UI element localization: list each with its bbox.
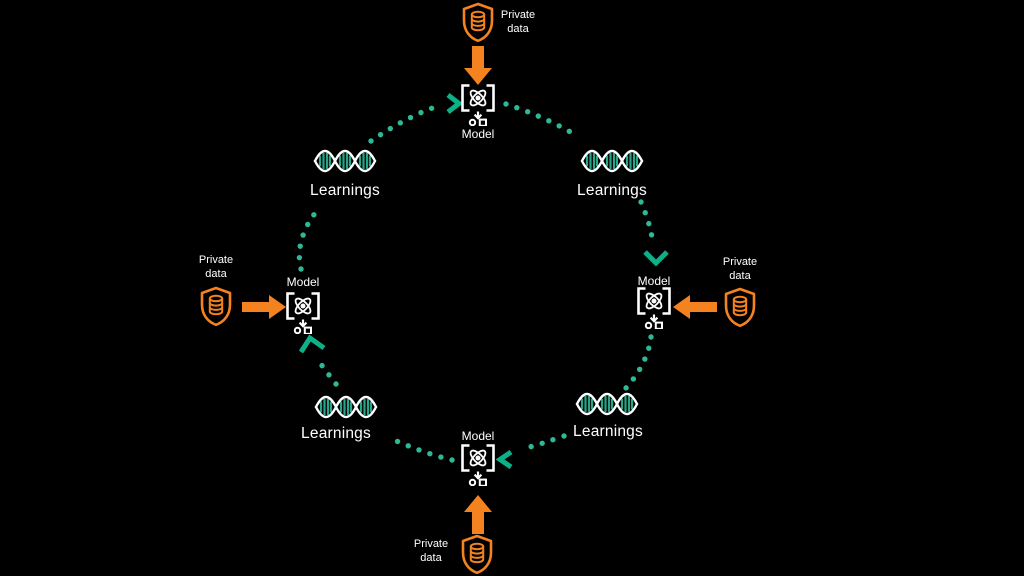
learnings-label: Learnings xyxy=(310,182,380,199)
flow-arc-bottom-to-bottomleft xyxy=(389,436,455,463)
model-label: Model xyxy=(286,275,320,289)
flow-arc-left-to-topleft xyxy=(296,209,319,272)
learnings-label: Learnings xyxy=(301,425,371,442)
private-data-line2: data xyxy=(729,270,751,282)
chevron-right-icon xyxy=(446,93,464,114)
private-data-line2: data xyxy=(507,23,529,35)
private-data-line1: Private xyxy=(722,256,758,268)
dna-helix-icon xyxy=(313,148,377,174)
flow-arc-topright-to-right xyxy=(638,199,656,248)
model-icon xyxy=(460,444,496,486)
dna-helix-icon xyxy=(580,148,644,174)
data-arrow-left-icon xyxy=(673,295,717,319)
private-data-line2: data xyxy=(205,268,227,280)
dna-helix-icon xyxy=(575,391,639,417)
model-label: Model xyxy=(461,127,495,141)
flow-arc-topleft-to-top xyxy=(368,103,441,144)
private-data-line1: Private xyxy=(413,538,449,550)
flow-arc-bottomleft-to-left xyxy=(313,354,339,387)
shield-database-icon xyxy=(198,286,234,326)
chevron-down-icon xyxy=(643,250,669,267)
private-data-label: Private data xyxy=(186,253,246,281)
data-arrow-right-icon xyxy=(242,295,286,319)
learnings-label: Learnings xyxy=(573,423,643,440)
model-icon xyxy=(460,84,496,126)
dna-helix-icon xyxy=(314,394,378,420)
flow-arc-right-to-bottomright xyxy=(618,334,654,396)
private-data-line2: data xyxy=(420,552,442,564)
private-data-line1: Private xyxy=(500,9,536,21)
learnings-label: Learnings xyxy=(577,182,647,199)
chevron-up-icon xyxy=(298,334,326,354)
data-arrow-down-icon xyxy=(464,46,492,85)
model-icon xyxy=(636,287,672,329)
private-data-label: Private data xyxy=(710,255,770,283)
chevron-left-icon xyxy=(495,449,513,470)
private-data-label: Private data xyxy=(494,8,542,36)
model-icon xyxy=(285,292,321,334)
flow-arc-bottomright-to-bottom xyxy=(519,433,567,452)
flow-arc-top-to-topright xyxy=(503,101,582,140)
shield-database-icon xyxy=(722,287,758,327)
private-data-label: Private data xyxy=(399,537,463,565)
shield-database-icon xyxy=(460,2,496,42)
model-label: Model xyxy=(461,429,495,443)
data-arrow-up-icon xyxy=(464,495,492,534)
model-label: Model xyxy=(637,274,671,288)
private-data-line1: Private xyxy=(198,254,234,266)
shield-database-icon xyxy=(459,534,495,574)
